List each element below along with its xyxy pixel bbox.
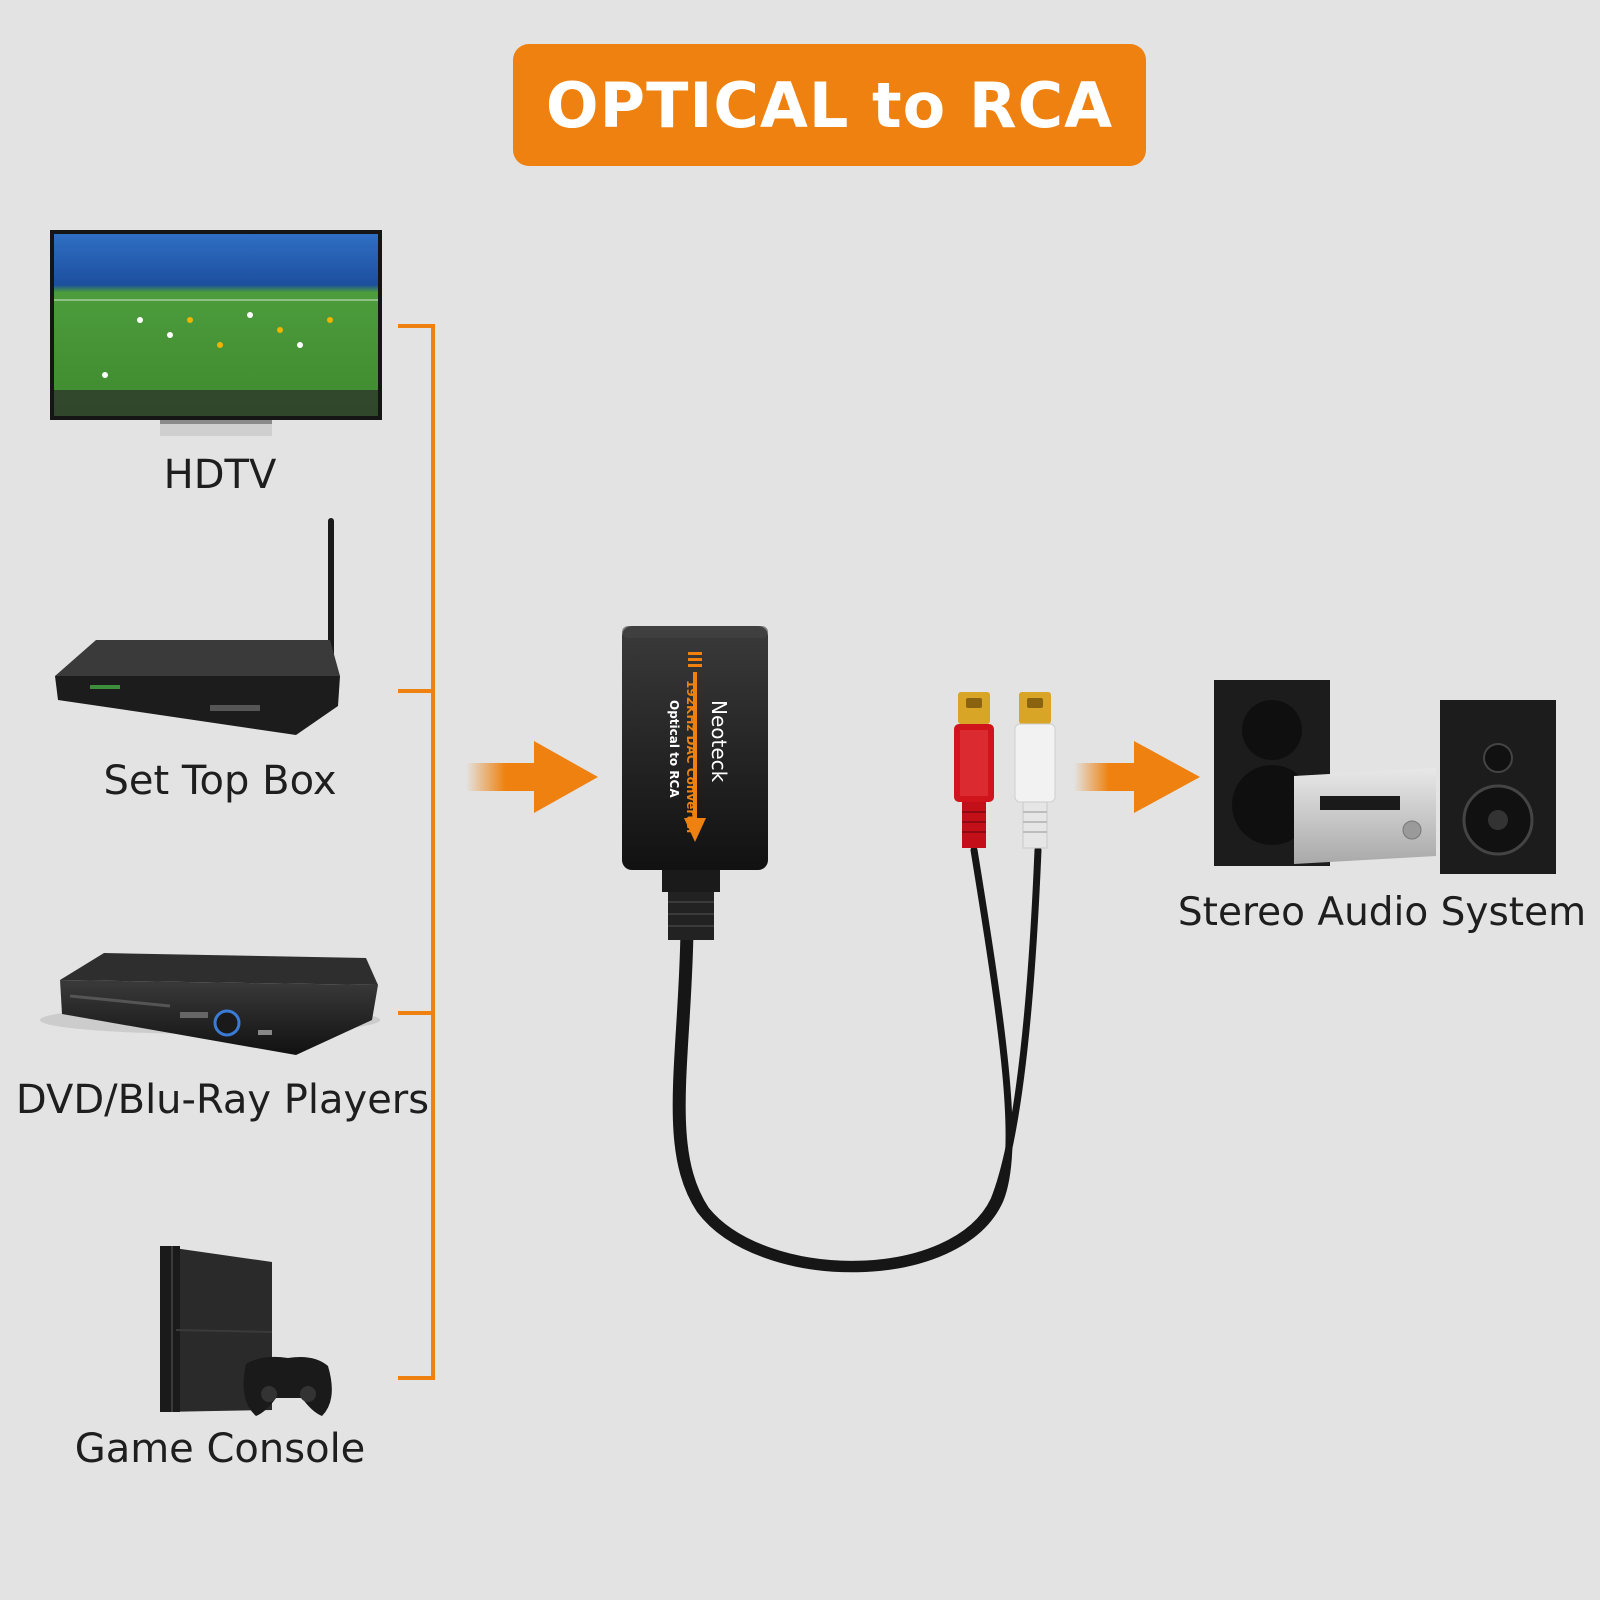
output-arrow-icon [1074,741,1200,813]
game-console-icon [160,1246,332,1416]
converter-model-text: 192KHz DAC Converter [684,680,698,835]
converter-sub-text: Optical to RCA [667,700,681,798]
title-text: OPTICAL to RCA [545,68,1114,142]
source-bracket [398,324,435,1380]
tv-icon [50,230,382,436]
rca-white-plug [1014,692,1056,849]
source-label-set-top-box: Set Top Box [103,758,337,804]
source-label-hdtv: HDTV [163,452,277,498]
destination-label: Stereo Audio System [1177,890,1587,935]
stereo-system-icon [1214,680,1556,874]
rca-red-plug [954,692,994,848]
source-label-dvd-player: DVD/Blu-Ray Players [15,1077,430,1123]
source-label-game-console: Game Console [74,1426,366,1472]
input-arrow-icon [466,741,598,813]
title-banner: OPTICAL to RCA [513,44,1146,166]
rca-cable [672,846,1042,1273]
set-top-box-icon [55,518,340,735]
converter-brand: Neoteck [707,700,731,783]
dvd-player-icon [40,953,380,1055]
dac-converter: Neoteck 192KHz DAC Converter Optical to … [622,626,768,940]
